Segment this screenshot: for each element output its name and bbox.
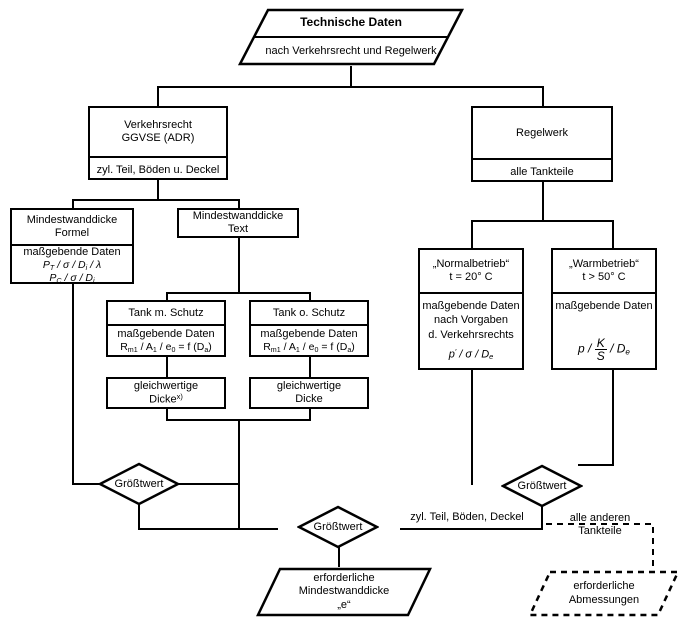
connector-verkehrsrecht-split [72, 199, 240, 201]
connector-betrieb-split [471, 220, 614, 222]
formel-formula-2: PC / σ / Di [49, 272, 95, 286]
connector-to-tank-ohne [309, 292, 311, 300]
connector-verkehrsrecht-down [157, 180, 159, 201]
node-tank-mit-schutz: Tank m. Schutz maßgebende Daten Rm1 / A1… [106, 300, 226, 357]
normalbetrieb-data1: maßgebende Daten [422, 299, 520, 312]
regelwerk-head: Regelwerk [516, 126, 568, 139]
node-regelwerk: Regelwerk alle Tankteile [471, 106, 613, 182]
connector-top-down [350, 66, 352, 88]
connector-gleich-left-down [166, 409, 168, 421]
connector-formel-to-diamond [72, 483, 107, 485]
connector-to-text [238, 199, 240, 208]
normalbetrieb-line2: t = 20° C [449, 271, 493, 283]
node-gleichwertige-dicke-links: gleichwertige Dickex) [106, 377, 226, 409]
formel-line1: Mindestwanddicke [26, 214, 118, 227]
connector-warmbetrieb-down [612, 370, 614, 465]
connector-formel-down [72, 284, 74, 485]
connector-tank-split [166, 292, 311, 294]
formel-data-label: maßgebende Daten [23, 246, 121, 259]
connector-tankohne-to-gleich [309, 357, 311, 377]
warmbetrieb-data1: maßgebende Daten [555, 300, 653, 312]
output-dashed-line2: Abmessungen [568, 593, 640, 606]
tank-mit-head: Tank m. Schutz [128, 306, 204, 319]
node-warmbetrieb: „Warmbetrieb“ t > 50° C maßgebende Daten… [551, 248, 657, 370]
verkehrsrecht-line2: GGVSE (ADR) [121, 132, 195, 144]
gleich-left-line1: gleichwertige [133, 379, 199, 392]
node-verkehrsrecht: Verkehrsrecht GGVSE (ADR) zyl. Teil, Böd… [88, 106, 228, 180]
connector-to-warmbetrieb [612, 220, 614, 248]
gleich-left-line2: Dickex) [149, 391, 183, 406]
output-solid-line2: Mindestwanddicke [298, 585, 390, 598]
connector-top-split [157, 86, 544, 88]
edge-label-alle-anderen-line1: alle anderen [569, 512, 631, 524]
output-solid-line1: erforderliche [313, 572, 375, 585]
node-normalbetrieb: „Normalbetrieb“ t = 20° C maßgebende Dat… [418, 248, 524, 370]
decision-left-label: Größtwert [114, 478, 164, 490]
warmbetrieb-frac-den: S [594, 348, 607, 363]
output-erforderliche-mindestwanddicke: erforderliche Mindestwanddicke „e“ [256, 567, 432, 617]
decision-groesstwert-rechts: Größtwert [501, 464, 583, 508]
formel-formula-1: PT / σ / Di / λ [42, 259, 102, 273]
node-gleichwertige-dicke-rechts: gleichwertige Dicke [249, 377, 369, 409]
node-technische-daten: Technische Daten nach Verkehrsrecht und … [237, 8, 465, 66]
connector-regelwerk-down [542, 182, 544, 222]
decision-right-label: Größtwert [517, 480, 567, 492]
tank-ohne-head: Tank o. Schutz [272, 306, 346, 319]
connector-to-regelwerk [542, 86, 544, 106]
tank-mit-data-label: maßgebende Daten [117, 328, 215, 341]
diagram-subtitle: nach Verkehrsrecht und Regelwerk [265, 44, 437, 57]
connector-right-diamond-to-center [400, 528, 543, 530]
text-box-line1: Mindestwanddicke [192, 210, 284, 223]
output-dashed-line1: erforderliche [573, 580, 635, 593]
node-mindestwanddicke-formel: Mindestwanddicke Formel maßgebende Daten… [10, 208, 134, 286]
normalbetrieb-data3: d. Verkehrsrechts [428, 329, 514, 342]
connector-gleich-right-down [309, 409, 311, 421]
connector-to-verkehrsrecht [157, 86, 159, 106]
connector-gleich-to-diamond [170, 483, 240, 485]
verkehrsrecht-line1: Verkehrsrecht [124, 119, 192, 132]
normalbetrieb-line1: „Normalbetrieb“ [432, 258, 510, 271]
connector-to-normalbetrieb [471, 220, 473, 248]
output-solid-line3: „e“ [337, 598, 351, 611]
connector-left-diamond-to-center [138, 528, 278, 530]
gleich-right-line2: Dicke [295, 393, 323, 405]
decision-center-label: Größtwert [313, 521, 363, 533]
connector-to-tank-mit [166, 292, 168, 300]
output-erforderliche-abmessungen: erforderliche Abmessungen [528, 570, 680, 617]
connector-warmbetrieb-in [578, 464, 614, 466]
connector-normalbetrieb-down [471, 370, 473, 485]
connector-tankmit-to-gleich [166, 357, 168, 377]
tank-ohne-data-label: maßgebende Daten [260, 328, 358, 341]
tank-ohne-formula: Rm1 / A1 / e0 = f (Da) [263, 341, 355, 355]
regelwerk-scope: alle Tankteile [510, 165, 574, 178]
normalbetrieb-data2: nach Vorgaben [433, 314, 508, 327]
normalbetrieb-formula: p′ / σ / De [448, 347, 494, 362]
text-box-line2: Text [227, 223, 249, 235]
warmbetrieb-line1: „Warmbetrieb“ [569, 258, 639, 271]
gleich-right-line1: gleichwertige [276, 380, 342, 393]
decision-groesstwert-links: Größtwert [98, 462, 180, 506]
edge-label-alle-anderen-line2: Tankteile [578, 525, 622, 538]
connector-left-diamond-down [138, 505, 140, 530]
tank-mit-formula: Rm1 / A1 / e0 = f (Da) [120, 341, 212, 355]
node-tank-ohne-schutz: Tank o. Schutz maßgebende Daten Rm1 / A1… [249, 300, 369, 357]
diagram-title: Technische Daten [300, 15, 402, 30]
verkehrsrecht-scope: zyl. Teil, Böden u. Deckel [96, 163, 220, 176]
connector-text-down [238, 238, 240, 294]
edge-label-alle-anderen: alle anderen Tankteile [546, 512, 654, 538]
edge-label-zyl-teil: zyl. Teil, Böden, Deckel [410, 511, 524, 523]
node-mindestwanddicke-text: Mindestwanddicke Text [177, 208, 299, 238]
connector-to-formel [72, 199, 74, 208]
warmbetrieb-line2: t > 50° C [582, 271, 626, 283]
warmbetrieb-frac-num: K [596, 335, 605, 350]
connector-center-diamond-down [338, 545, 340, 567]
footnote-marker: x) [176, 391, 183, 401]
formel-line2: Formel [54, 227, 90, 239]
connector-gleich-merge-down [238, 419, 240, 529]
decision-groesstwert-mitte: Größtwert [297, 505, 379, 549]
